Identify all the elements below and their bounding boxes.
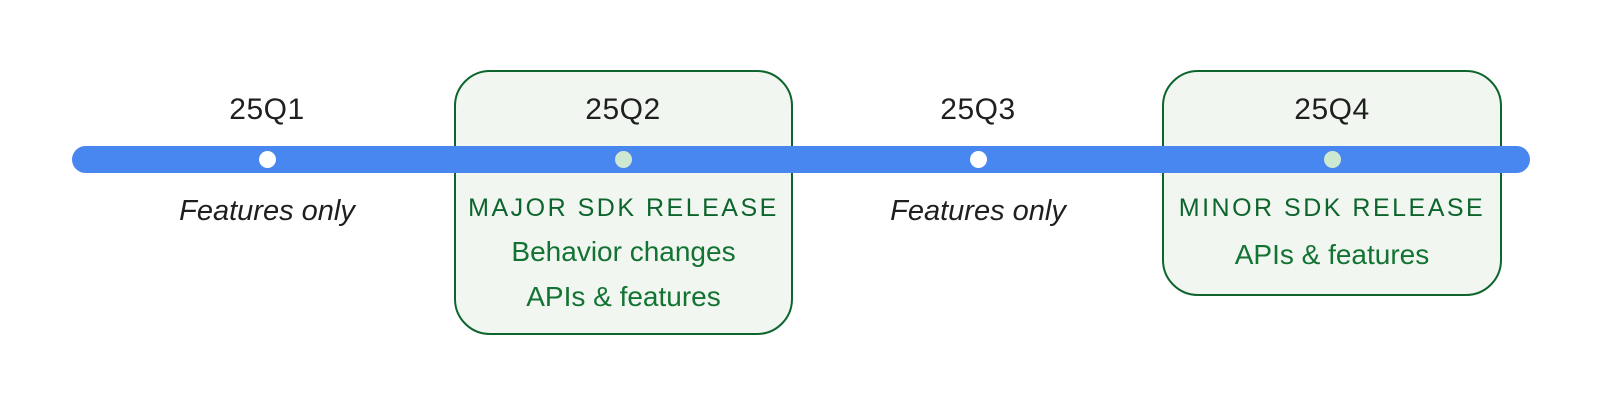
major-release-detail: APIs & features bbox=[526, 281, 721, 312]
quarter-label-25q3: 25Q3 bbox=[940, 93, 1016, 126]
minor-release-detail: APIs & features bbox=[1234, 239, 1430, 270]
minor-release-title: MINOR SDK RELEASE bbox=[1178, 194, 1486, 222]
major-release-detail: Behavior changes bbox=[511, 236, 736, 267]
milestone-note-25q3: Features only bbox=[890, 195, 1066, 227]
major-release-title: MAJOR SDK RELEASE bbox=[468, 194, 779, 222]
quarter-label-25q4: 25Q4 bbox=[1294, 93, 1370, 126]
milestone-dot-25q4 bbox=[1324, 151, 1341, 168]
milestone-note-25q1: Features only bbox=[179, 195, 355, 227]
major-sdk-release-card bbox=[454, 70, 793, 335]
milestone-dot-25q2 bbox=[615, 151, 632, 168]
quarter-label-25q1: 25Q1 bbox=[229, 93, 305, 126]
minor-sdk-release-card bbox=[1162, 70, 1502, 296]
quarter-label-25q2: 25Q2 bbox=[585, 93, 661, 126]
milestone-dot-25q3 bbox=[970, 151, 987, 168]
timeline-bar bbox=[72, 146, 1530, 173]
milestone-dot-25q1 bbox=[259, 151, 276, 168]
